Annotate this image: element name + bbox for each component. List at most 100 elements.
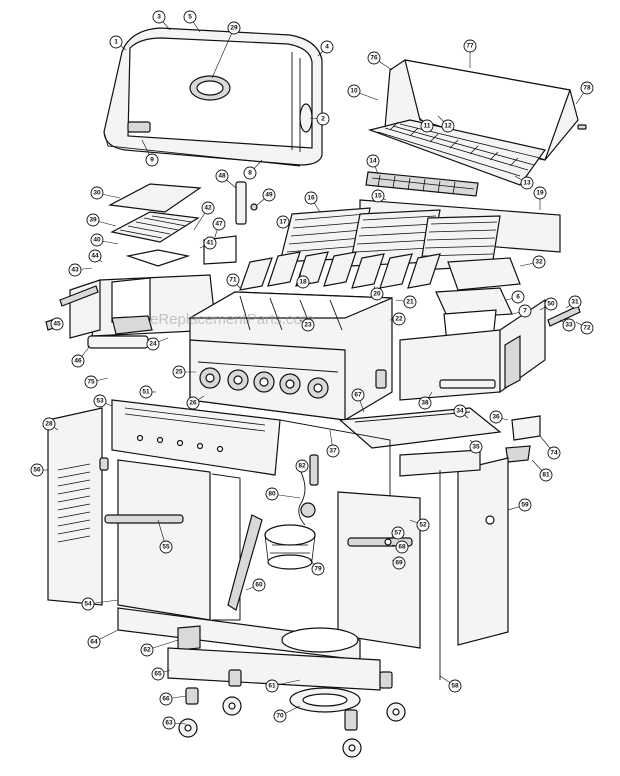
callout-22: 22 — [389, 312, 406, 326]
callout-number: 36 — [492, 414, 500, 421]
callout-bubble — [511, 290, 525, 304]
callout-bubble — [370, 287, 384, 301]
callout-bubble — [351, 388, 365, 402]
callout-number: 9 — [150, 157, 154, 164]
callout-number: 33 — [565, 322, 573, 329]
callout-20: 20 — [370, 285, 384, 301]
callout-bubble — [296, 275, 310, 289]
callout-77: 77 — [463, 39, 477, 68]
callout-bubble — [88, 249, 102, 263]
callout-8: 8 — [243, 159, 263, 180]
left-door-handle — [104, 514, 184, 524]
callout-21: 21 — [395, 295, 417, 309]
callout-number: 16 — [307, 195, 315, 202]
callout-39: 39 — [86, 213, 117, 227]
callout-bubble — [489, 410, 503, 424]
callout-bubble — [140, 643, 154, 657]
callout-number: 13 — [523, 180, 531, 187]
callout-number: 60 — [255, 582, 263, 589]
callout-bubble — [71, 354, 85, 368]
callout-number: 38 — [421, 400, 429, 407]
callout-number: 62 — [143, 647, 151, 654]
callout-55: 55 — [157, 519, 173, 554]
right-door-handle — [347, 537, 413, 547]
callout-9: 9 — [141, 139, 159, 167]
callout-number: 47 — [215, 221, 223, 228]
callout-bubble — [243, 166, 257, 180]
callout-35: 35 — [469, 439, 483, 454]
callout-number: 12 — [444, 123, 452, 130]
callout-number: 29 — [230, 25, 238, 32]
callout-number: 79 — [314, 566, 322, 573]
callout-62: 62 — [140, 639, 179, 657]
callout-number: 57 — [394, 530, 402, 537]
callout-bubble — [532, 255, 546, 269]
callout-bubble — [265, 487, 279, 501]
callout-number: 81 — [542, 472, 550, 479]
callout-56: 56 — [30, 463, 48, 477]
callout-number: 24 — [149, 341, 157, 348]
cooking-grids — [279, 207, 501, 271]
callout-number: 76 — [370, 55, 378, 62]
callout-number: 49 — [265, 192, 273, 199]
callout-36: 36 — [489, 410, 509, 424]
callout-bubble — [81, 597, 95, 611]
callout-number: 78 — [583, 85, 591, 92]
callout-43: 43 — [68, 263, 93, 277]
callout-bubble — [392, 312, 406, 326]
callout-number: 10 — [350, 88, 358, 95]
callout-bubble — [265, 679, 279, 693]
callout-17: 17 — [276, 215, 291, 229]
callout-bubble — [68, 263, 82, 277]
callout-74: 74 — [539, 435, 561, 460]
callout-51: 51 — [139, 385, 156, 399]
callout-bubble — [539, 468, 553, 482]
callout-bubble — [463, 39, 477, 53]
callout-75: 75 — [84, 375, 109, 389]
callout-number: 48 — [218, 173, 226, 180]
callout-bubble — [533, 186, 547, 200]
callout-bubble — [453, 404, 467, 418]
callout-23: 23 — [299, 318, 315, 332]
callout-number: 59 — [521, 502, 529, 509]
callout-bubble — [159, 540, 173, 554]
lid-logo-badge — [127, 121, 151, 133]
callout-bubble — [84, 375, 98, 389]
ignition-parts — [203, 181, 258, 265]
callout-63: 63 — [162, 716, 187, 730]
callout-bubble — [159, 692, 173, 706]
callout-number: 70 — [276, 713, 284, 720]
callout-28: 28 — [42, 417, 59, 431]
callout-number: 34 — [456, 408, 464, 415]
callout-number: 32 — [535, 259, 543, 266]
callout-61: 61 — [265, 679, 301, 693]
callout-37: 37 — [326, 429, 340, 458]
callout-bubble — [90, 233, 104, 247]
callout-80: 80 — [265, 487, 301, 501]
callout-number: 22 — [395, 316, 403, 323]
callout-bubble — [371, 189, 385, 203]
callout-19: 19 — [533, 186, 547, 210]
callout-30: 30 — [90, 186, 121, 200]
callout-44: 44 — [88, 249, 103, 263]
callout-40: 40 — [90, 233, 119, 247]
callout-82: 82 — [295, 459, 309, 473]
callout-79: 79 — [309, 559, 325, 576]
callout-number: 25 — [175, 369, 183, 376]
callout-number: 42 — [204, 205, 212, 212]
callout-number: 46 — [74, 358, 82, 365]
callout-bubble — [347, 84, 361, 98]
callout-bubble — [93, 394, 107, 408]
callout-number: 55 — [162, 544, 170, 551]
callout-number: 21 — [406, 299, 414, 306]
callout-bubble — [562, 318, 576, 332]
callout-53: 53 — [93, 394, 113, 408]
callout-number: 61 — [268, 683, 276, 690]
callout-number: 8 — [248, 170, 252, 177]
callout-68: 68 — [391, 540, 409, 554]
cart-front-panel — [111, 399, 281, 476]
callout-number: 67 — [354, 392, 362, 399]
callout-bubble — [203, 236, 217, 250]
callout-81: 81 — [531, 459, 553, 482]
callout-bubble — [316, 112, 330, 126]
